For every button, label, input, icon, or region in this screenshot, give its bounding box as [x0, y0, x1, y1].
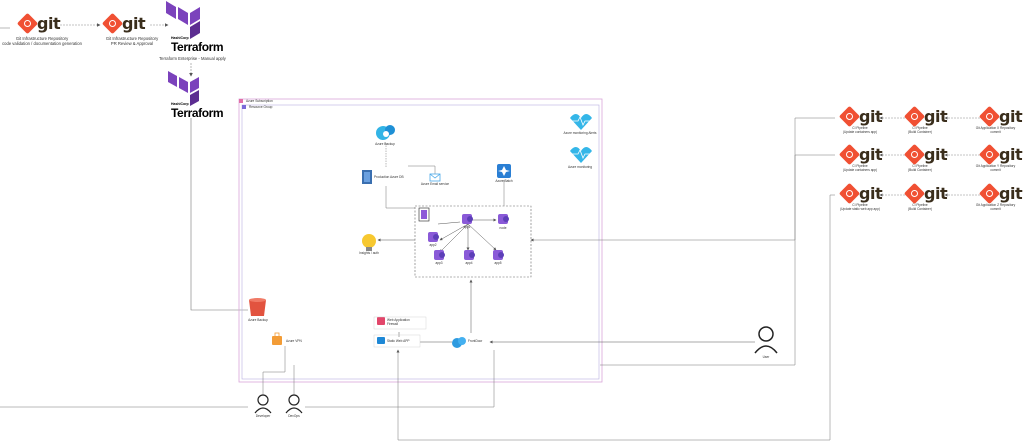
- terraform-top-label: Terraform Enterprise - Manual apply: [159, 56, 226, 61]
- monitor-label: Azure monitoring: [567, 165, 593, 169]
- edge-ci3-static: [396, 194, 835, 441]
- static-app-label: Static Web APP: [387, 339, 410, 343]
- resource-group-box: [241, 104, 600, 380]
- git-logo-build-3: git: [903, 182, 948, 205]
- resource-group-label: Resource Group: [249, 105, 273, 109]
- aks-cluster-box: [414, 205, 532, 278]
- git-logo-build-2: git: [903, 143, 948, 166]
- waf-label: Web Application Firewall: [387, 318, 410, 326]
- frontdoor-label: FrontDoor: [468, 339, 483, 343]
- terraform-mid-logo: HashiCorp Terraform: [171, 102, 224, 120]
- git-logo-ci-2: git: [838, 143, 883, 166]
- git1-label: Git Infrastructure Repository code valid…: [2, 36, 82, 46]
- user-label: User: [762, 355, 770, 359]
- git-logo-repo-x: git: [978, 105, 1023, 128]
- mail-label: Azure Email service: [420, 182, 450, 186]
- git-logo-repo-z: git: [978, 182, 1023, 205]
- edge-ci2-aks: [530, 154, 835, 242]
- build-3-label: CI Pipeline(Build Container): [908, 203, 932, 211]
- git-icon: [903, 143, 926, 166]
- git-icon: [101, 12, 124, 35]
- edge-db-mail: [408, 165, 436, 174]
- subscription-label: Azure Subscription: [246, 99, 273, 103]
- git-logo-ci-1: git: [838, 105, 883, 128]
- edge-tf-backup: [190, 118, 248, 311]
- edge-dev-vpn: [262, 346, 286, 395]
- backup-bucket-label: Azure Backup: [248, 318, 268, 322]
- git-logo-build-1: git: [903, 105, 948, 128]
- lightbulb-label: Insights / auth: [359, 251, 379, 255]
- devops-label: DevOps: [288, 414, 300, 418]
- git-icon: [838, 143, 861, 166]
- subscription-box: [238, 98, 603, 383]
- batch-label: Azure Batch: [495, 179, 513, 183]
- git-logo-infra-1: git: [16, 12, 61, 35]
- git-icon: [838, 105, 861, 128]
- edge-devops-frontdoor: [305, 350, 495, 408]
- git2-label: Git Infrastructure Repository PR Review …: [105, 36, 159, 46]
- git-logo-ci-3: git: [838, 182, 883, 205]
- aks-node-label: app5: [494, 261, 502, 265]
- aks-node-label: app4: [465, 261, 473, 265]
- developer-label: Developer: [255, 414, 271, 418]
- build-2-label: CI Pipeline(Build Container): [908, 164, 932, 172]
- aks-node-label: node: [499, 226, 507, 230]
- vpn-label: Azure VPN: [286, 339, 302, 343]
- aks-node-label: app3: [435, 261, 443, 265]
- ci-1-label: CI Pipeline(Update containers app): [842, 126, 878, 134]
- aks-node-label: app2: [429, 243, 437, 247]
- git-logo-repo-y: git: [978, 143, 1023, 166]
- git-icon: [903, 105, 926, 128]
- monitor-alerts-label: Azure monitoring Alerts: [563, 131, 597, 135]
- git-icon: [903, 182, 926, 205]
- git-icon: [978, 143, 1001, 166]
- aks-node-label: app1: [463, 225, 471, 229]
- terraform-top-logo: HashiCorp Terraform: [171, 36, 224, 54]
- git-logo-infra-2: git: [101, 12, 146, 35]
- git-icon: [838, 182, 861, 205]
- build-1-label: CI Pipeline(Build Container): [908, 126, 932, 134]
- git-icon: [978, 105, 1001, 128]
- cosmos-label: Production Azure DB: [374, 175, 404, 179]
- edge-ci1-aks: [600, 117, 835, 366]
- edge-db-aks: [385, 186, 415, 209]
- keyvault-label: Azure Backup: [375, 142, 395, 146]
- git-icon: [16, 12, 39, 35]
- ci-3-label: CI Pipeline(Update static web app app): [840, 203, 880, 211]
- ci-2-label: CI Pipeline(Update containers app): [842, 164, 878, 172]
- git-icon: [978, 182, 1001, 205]
